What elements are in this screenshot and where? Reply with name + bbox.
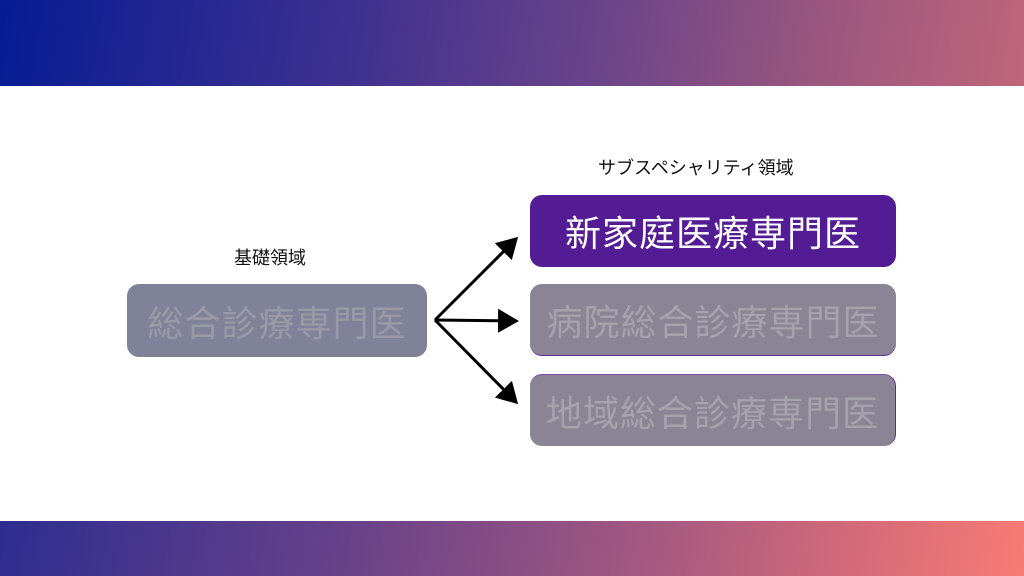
subspecialty-domain-label: サブスペシャリティ領域 — [598, 158, 794, 179]
base-domain-label: 基礎領域 — [234, 248, 306, 269]
arrow-to-hospital — [434, 308, 519, 333]
header-gradient-band — [0, 0, 1024, 86]
arrow-to-family-medicine — [433, 236, 519, 322]
arrow-to-regional — [433, 318, 519, 405]
footer-gradient-band — [0, 521, 1024, 576]
subspecialty-text-regional: 地域総合診療専門医 — [545, 393, 879, 435]
base-specialty-box: 総合診療専門医 — [127, 284, 427, 357]
subspecialty-text-hospital: 病院総合診療専門医 — [546, 302, 880, 344]
subspecialty-box-hospital: 病院総合診療専門医 — [530, 284, 896, 356]
subspecialty-box-family-medicine: 新家庭医療専門医 — [530, 195, 896, 267]
base-specialty-text: 総合診療専門医 — [147, 303, 407, 345]
subspecialty-box-regional: 地域総合診療専門医 — [530, 374, 896, 446]
subspecialty-text-family-medicine: 新家庭医療専門医 — [564, 214, 861, 255]
